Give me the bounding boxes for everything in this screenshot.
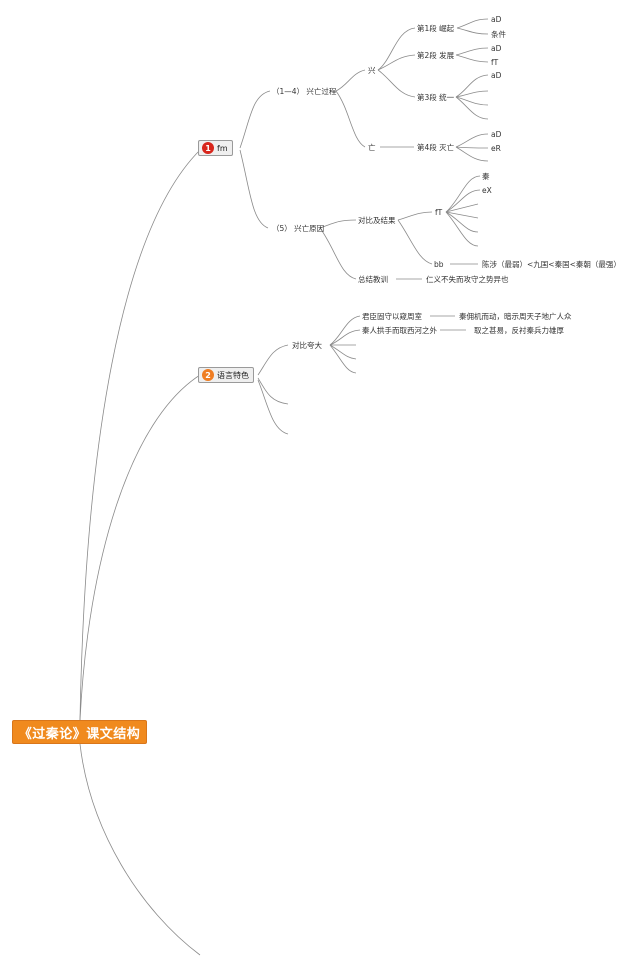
para2-item-1[interactable]: aD (491, 44, 502, 53)
branch1-label: fm (217, 143, 228, 153)
rise-fall-node[interactable]: （1—4） 兴亡过程 (272, 86, 337, 96)
para4-node[interactable]: 第4段 灭亡 (417, 142, 455, 152)
bb-detail[interactable]: 陈涉（最弱）<九国<秦国<秦朝（最强） (482, 259, 621, 269)
ft-node[interactable]: fT (435, 208, 443, 217)
para2-node[interactable]: 第2段 发展 (417, 50, 455, 60)
root-title: 《过秦论》课文结构 (18, 726, 141, 742)
branch2-node[interactable]: 2 语言特色 (198, 367, 254, 383)
ft-item-1[interactable]: 秦 (482, 171, 490, 181)
para2-item-2[interactable]: fT (491, 58, 499, 67)
contrast-row-2-left[interactable]: 秦人拱手而取西河之外 (362, 325, 437, 335)
contrast-result-node[interactable]: 对比及结果 (358, 215, 396, 225)
branch2-connectors (257, 315, 466, 435)
bb-node[interactable]: bb (434, 260, 444, 269)
root-node[interactable]: 《过秦论》课文结构 (12, 720, 147, 744)
contrast-row-2-right[interactable]: 取之甚易，反衬秦兵力雄厚 (474, 325, 564, 335)
ft-item-2[interactable]: eX (482, 186, 492, 195)
para1-item-1[interactable]: aD (491, 15, 502, 24)
para1-node[interactable]: 第1段 崛起 (417, 23, 455, 33)
contrast-row-1-left[interactable]: 君臣固守以窥周室 (362, 311, 422, 321)
branch2-labels: 对比夸大 君臣固守以窥周室 秦佣机而动，暗示周天子地广人众 秦人拱手而取西河之外… (292, 311, 572, 350)
number-badge-1: 1 (202, 142, 214, 154)
branch1-connectors (239, 18, 489, 280)
para4-item-2[interactable]: eR (491, 144, 501, 153)
branch2-label: 语言特色 (217, 370, 249, 380)
exaggeration-node[interactable]: 对比夸大 (292, 340, 322, 350)
trunk-connectors (79, 149, 201, 956)
rise-node[interactable]: 兴 (368, 66, 376, 75)
para3-node[interactable]: 第3段 统一 (417, 92, 455, 102)
para3-item-1[interactable]: aD (491, 71, 502, 80)
para1-item-2[interactable]: 条件 (491, 29, 506, 39)
branch1-node[interactable]: 1 fm (198, 140, 233, 156)
lesson-detail[interactable]: 仁义不失而攻守之势异也 (426, 274, 509, 284)
number-badge-2: 2 (202, 369, 214, 381)
branch1-labels: （1—4） 兴亡过程 兴 亡 第1段 崛起 aD 条件 第2段 发展 aD fT… (272, 15, 621, 284)
reason-node[interactable]: （5） 兴亡原因 (272, 223, 324, 233)
contrast-row-1-right[interactable]: 秦佣机而动，暗示周天子地广人众 (459, 311, 572, 321)
lesson-node[interactable]: 总结教训 (358, 274, 388, 284)
para4-item-1[interactable]: aD (491, 130, 502, 139)
fall-node[interactable]: 亡 (368, 142, 376, 152)
